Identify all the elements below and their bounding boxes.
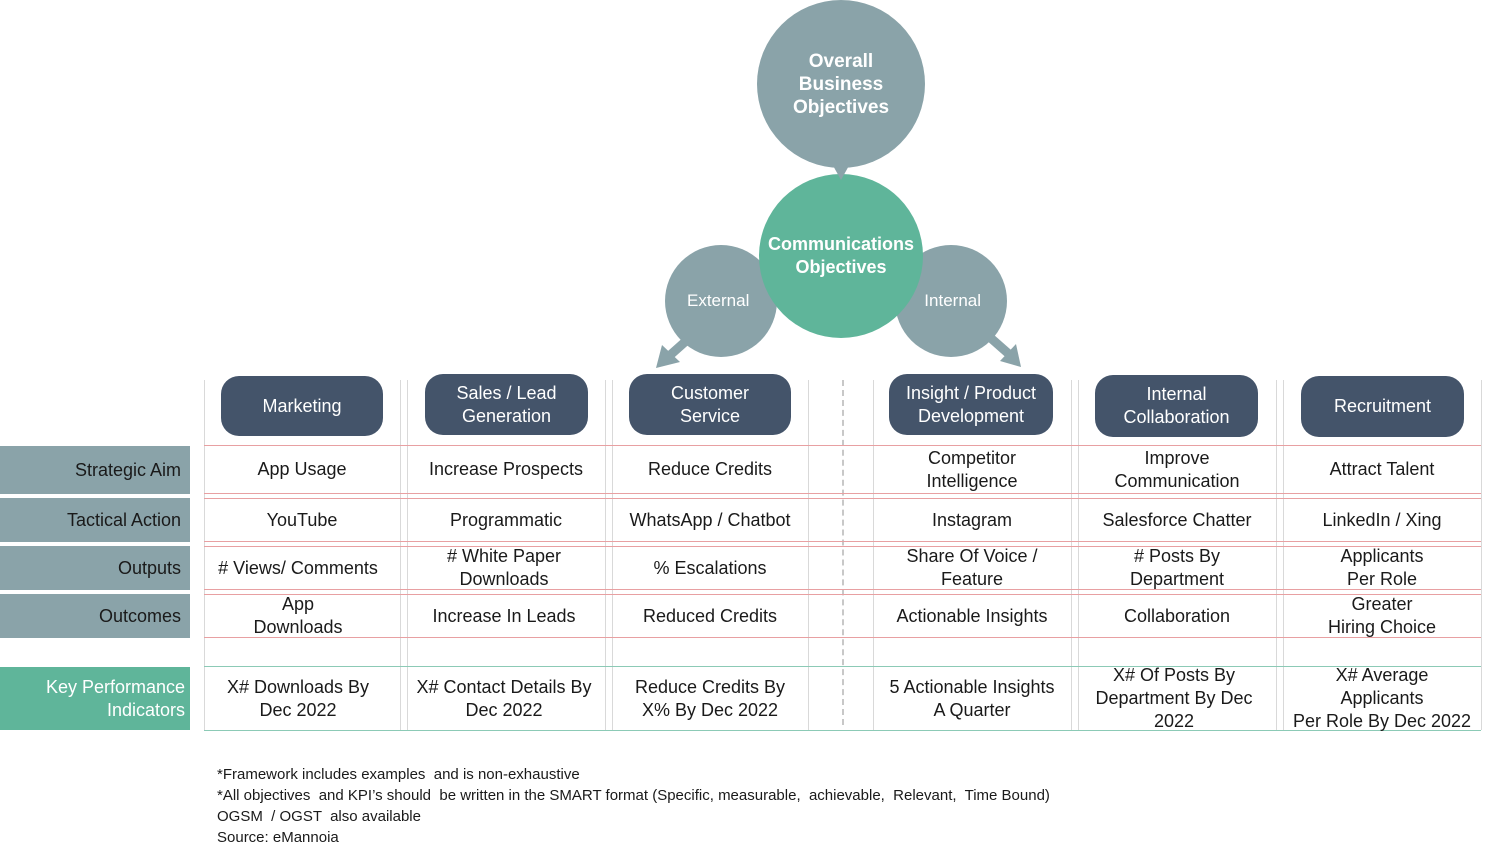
footnote: *All objectives and KPI’s should be writ… xyxy=(217,787,1050,804)
cell-kpi: X# Contact Details By Dec 2022 xyxy=(416,676,592,720)
cell-outputs: % Escalations xyxy=(653,557,767,578)
internal-arrow xyxy=(982,329,1021,367)
internal-label: Internal xyxy=(924,291,981,310)
external-arrow xyxy=(656,329,698,368)
row-separator xyxy=(204,493,1481,494)
cell-tactical-action: Programmatic xyxy=(449,509,563,530)
overall-business-objectives-circle: Overall Business Objectives xyxy=(757,0,925,168)
column-divider xyxy=(808,380,809,730)
column-divider xyxy=(612,380,613,730)
column-divider xyxy=(873,380,874,730)
column-divider xyxy=(1481,380,1482,730)
cell-outputs: Share Of Voice / Feature xyxy=(906,546,1038,589)
communications-objectives-label: Communications Objectives xyxy=(767,234,914,277)
cell-tactical-action: LinkedIn / Xing xyxy=(1322,509,1442,530)
row-label-outputs: Outputs xyxy=(0,546,190,590)
column-divider xyxy=(1283,380,1284,730)
column-divider xyxy=(1276,380,1277,730)
row-label-outcomes: Outcomes xyxy=(0,594,190,638)
cell-kpi: X# Average Applicants Per Role By Dec 20… xyxy=(1292,664,1472,731)
overall-to-comm-pointer xyxy=(831,162,851,180)
cell-strategic-aim: Increase Prospects xyxy=(428,459,584,479)
cell-outputs: # Posts By Department xyxy=(1129,546,1225,589)
cell-outcomes: Reduced Credits xyxy=(642,605,778,626)
column-header-customer-service: Customer Service xyxy=(629,374,791,435)
column-header-insight: Insight / Product Development xyxy=(889,374,1053,435)
column-divider xyxy=(1078,380,1079,730)
footnotes: *Framework includes examples and is non-… xyxy=(217,764,1050,848)
connector-arrows xyxy=(656,162,1021,368)
row-separator xyxy=(204,541,1481,542)
row-separator xyxy=(204,498,1481,499)
cell-tactical-action: YouTube xyxy=(266,509,338,530)
cell-strategic-aim: Competitor Intelligence xyxy=(926,447,1018,491)
communications-objectives-circle: Communications Objectives xyxy=(759,174,923,338)
column-header-recruitment: Recruitment xyxy=(1301,376,1464,437)
cell-strategic-aim: Improve Communication xyxy=(1114,447,1240,491)
column-divider xyxy=(204,380,205,730)
cell-strategic-aim: App Usage xyxy=(257,459,347,479)
column-divider xyxy=(407,380,408,730)
footnote: *Framework includes examples and is non-… xyxy=(217,766,580,783)
cell-strategic-aim: Reduce Credits xyxy=(647,459,773,479)
row-separator xyxy=(204,637,1481,638)
cell-outcomes: App Downloads xyxy=(253,594,343,637)
cell-outputs: Applicants Per Role xyxy=(1340,546,1424,589)
cell-outputs: # Views/ Comments xyxy=(218,557,378,578)
row-separator xyxy=(204,445,1481,446)
external-label: External xyxy=(687,291,750,310)
overall-business-objectives-label: Overall Business Objectives xyxy=(792,50,890,118)
column-divider xyxy=(1071,380,1072,730)
cell-outcomes: Greater Hiring Choice xyxy=(1327,594,1437,637)
row-label-strategic-aim: Strategic Aim xyxy=(0,446,190,494)
row-label-kpi: Key Performance Indicators xyxy=(0,667,190,730)
row-label-tactical-action: Tactical Action xyxy=(0,498,190,542)
cell-kpi: Reduce Credits By X% By Dec 2022 xyxy=(634,676,786,720)
column-divider xyxy=(605,380,606,730)
row-separator xyxy=(204,589,1481,590)
cell-outputs: # White Paper Downloads xyxy=(446,546,562,589)
cell-outcomes: Actionable Insights xyxy=(896,605,1048,626)
source-note: Source: eMannoia xyxy=(217,829,339,846)
column-header-sales: Sales / Lead Generation xyxy=(425,374,588,435)
cell-outcomes: Increase In Leads xyxy=(432,605,576,626)
cell-strategic-aim: Attract Talent xyxy=(1329,459,1435,479)
column-divider xyxy=(400,380,401,730)
cell-outcomes: Collaboration xyxy=(1123,605,1231,626)
footnote: OGSM / OGST also available xyxy=(217,808,421,825)
cell-kpi: 5 Actionable Insights A Quarter xyxy=(889,676,1055,720)
column-header-marketing: Marketing xyxy=(221,376,383,436)
cell-tactical-action: WhatsApp / Chatbot xyxy=(629,509,791,530)
cell-tactical-action: Salesforce Chatter xyxy=(1102,509,1252,530)
cell-tactical-action: Instagram xyxy=(931,509,1013,530)
cell-kpi: X# Downloads By Dec 2022 xyxy=(226,676,370,720)
row-separator xyxy=(204,666,1481,667)
row-separator xyxy=(204,730,1481,731)
row-separator xyxy=(204,546,1481,547)
row-separator xyxy=(204,594,1481,595)
external-internal-divider xyxy=(842,380,844,725)
column-header-internal-collaboration: Internal Collaboration xyxy=(1095,375,1258,437)
cell-kpi: X# Of Posts By Department By Dec 2022 xyxy=(1095,664,1253,731)
